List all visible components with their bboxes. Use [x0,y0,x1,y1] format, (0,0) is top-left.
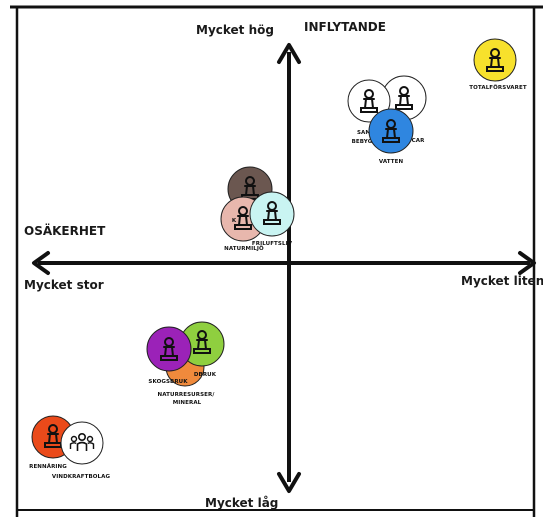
node-label: NATURRESURSER/ MINERAL [158,392,217,406]
node-samer: SAM BEBYG [347,79,391,145]
node-label: CAR [412,138,425,144]
node-label: SKOGSBRUK [148,379,188,385]
node-label: NATURMILJÖ [224,245,264,252]
label-line: MINERAL [173,400,202,406]
node-friluftsliv: FRILUFTSLIV [249,191,295,247]
node-label: SAM [357,130,371,136]
node-label: RENNÄRING [29,463,67,470]
vertical-axis [277,43,301,493]
node-skogsbruk: SKOGSBRUK [146,326,192,385]
node-label: TOTALFÖRSVARET [469,84,527,91]
axis-bottom-label: Mycket låg [205,496,279,510]
axis-left-title: OSÄKERHET [24,224,106,238]
node-label: VATTEN [379,159,404,165]
horizontal-axis [32,251,536,275]
node-label: BEBYG [352,139,373,145]
node-vatten: VATTEN [368,108,414,165]
axis-left-label: Mycket stor [24,278,104,292]
axis-top-label: Mycket hög [196,23,274,37]
node-vindkraftbolag: VINDKRAFTBOLAG [52,421,111,480]
node-label: VINDKRAFTBOLAG [52,474,111,480]
label-line: NATURRESURSER/ [158,392,216,398]
node-label: DBRUK [194,372,217,378]
axis-right-label: Mycket liten [461,274,543,288]
node-totalforsvaret: TOTALFÖRSVARET [469,38,527,91]
axis-top-title: INFLYTANDE [304,20,386,34]
node-label: K [232,218,237,224]
node-label: FRILUFTSLIV [252,241,293,247]
